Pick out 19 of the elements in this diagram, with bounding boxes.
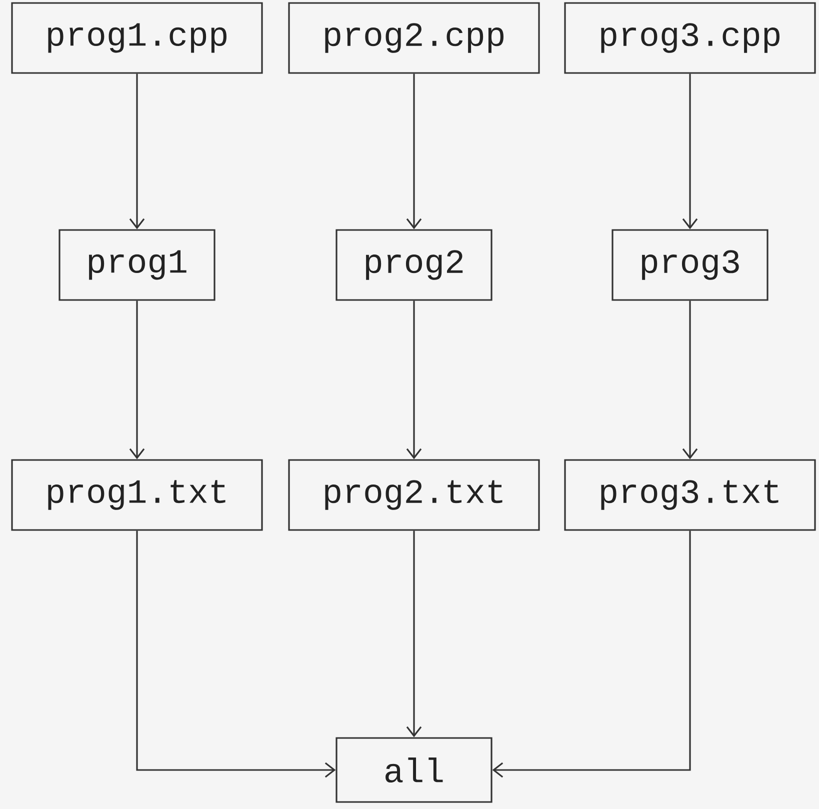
arrow <box>682 300 698 460</box>
arrow <box>136 530 336 778</box>
arrow <box>129 300 145 460</box>
arrow <box>406 530 422 738</box>
arrow <box>129 74 145 230</box>
file-box: prog3.cpp <box>564 2 816 74</box>
file-box: prog2.txt <box>288 459 540 531</box>
file-box: prog3 <box>612 229 768 301</box>
file-box: prog1.cpp <box>11 2 263 74</box>
file-box: prog3.txt <box>564 459 816 531</box>
file-box: prog1.txt <box>11 459 263 531</box>
arrow <box>682 74 698 230</box>
file-box: prog2.cpp <box>288 2 540 74</box>
arrow <box>406 300 422 460</box>
file-box: prog2 <box>336 229 492 301</box>
arrow <box>492 530 691 778</box>
arrow <box>406 74 422 230</box>
file-box: prog1 <box>58 229 216 301</box>
file-box: all <box>336 737 492 803</box>
